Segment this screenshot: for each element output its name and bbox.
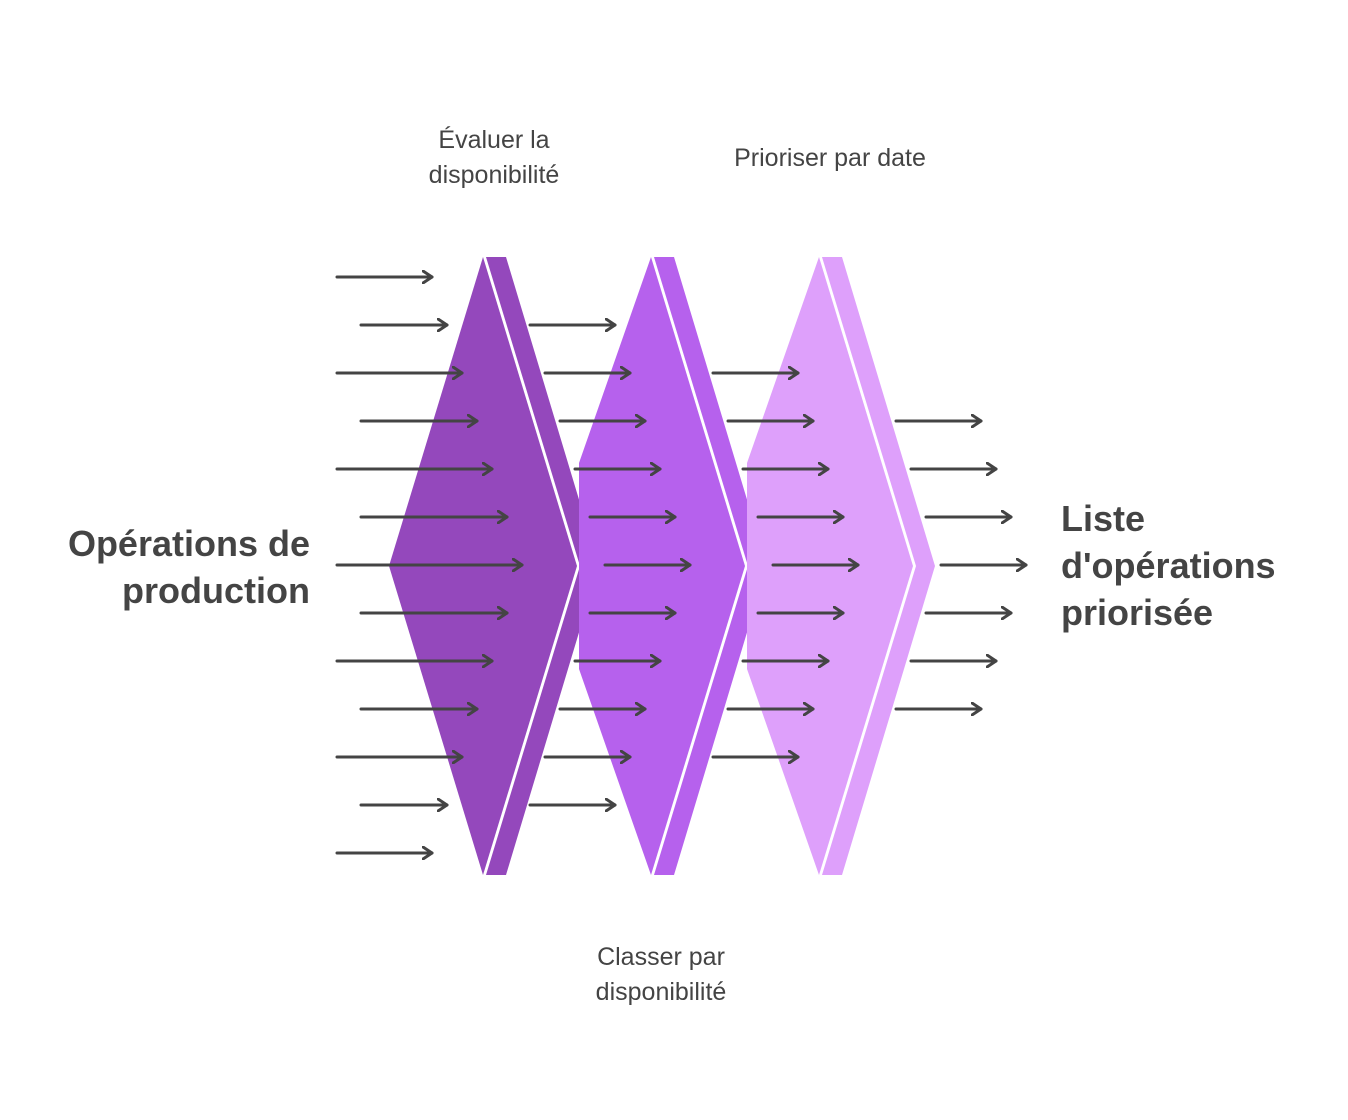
stage-3-band — [822, 257, 935, 875]
stage-3-label: Prioriser par date — [734, 144, 926, 172]
stage-1-label: Évaluer la disponibilité — [428, 126, 560, 189]
output-label: Liste d'opérations priorisée — [1061, 498, 1276, 633]
stage-2-band — [654, 257, 767, 875]
flow-arrows — [335, 277, 1028, 853]
input-label: Opérations de production — [67, 523, 310, 611]
stage-1-band — [486, 257, 599, 875]
stage-2-label: Classer par disponibilité — [595, 943, 727, 1006]
